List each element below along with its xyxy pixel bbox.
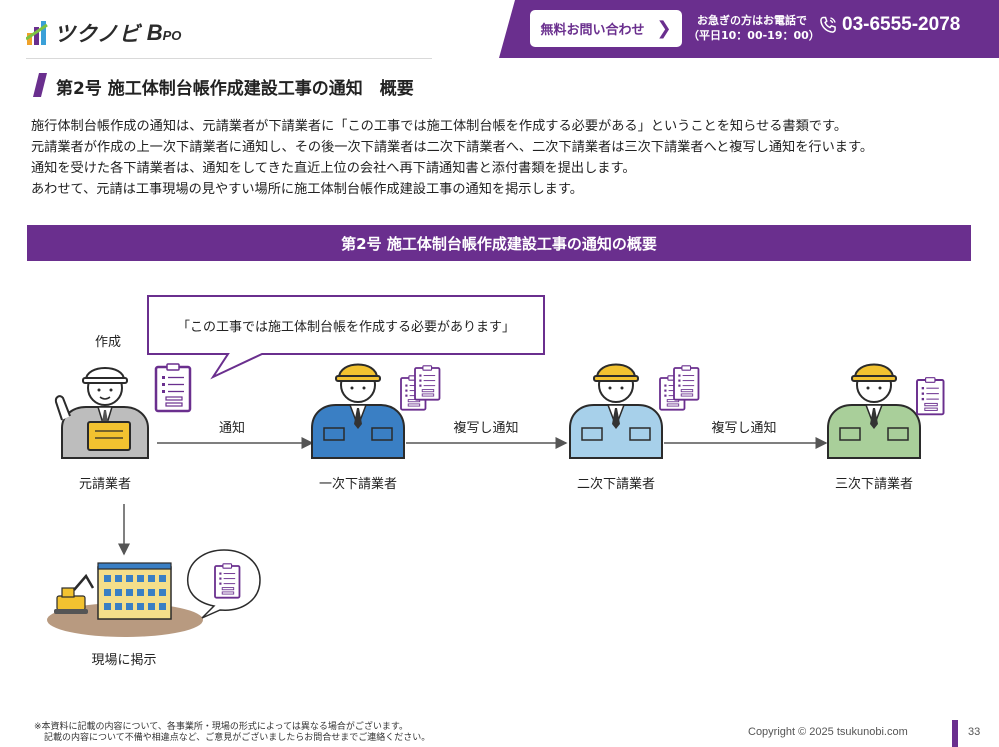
contact-hours: お急ぎの方はお電話で （平日10：00-19：00） (688, 13, 820, 43)
phone-number: 03-6555-2078 (842, 14, 961, 35)
intro-line: 通知を受けた各下請業者は、通知をしてきた直近上位の会社へ再下請通知書と添付書類を… (31, 161, 636, 176)
arrow-label: 複写し通知 (711, 420, 776, 436)
intro-text: 施行体制台帳作成の通知は、元請業者が下請業者に「この工事では施工体制台帳を作成す… (31, 116, 976, 200)
logo-text: ツクノビ (54, 23, 141, 46)
clipboard-icon (154, 362, 192, 413)
logo-sub-big: B (146, 20, 163, 45)
title-accent-icon (33, 73, 47, 97)
speech-bubble: 「この工事では施工体制台帳を作成する必要があります」 (147, 295, 545, 380)
clipboard-stack-icon (660, 366, 698, 410)
footnote: ※本資料に記載の内容について、各事業所・現場の形式によっては異なる場合がございま… (34, 722, 430, 744)
copyright: Copyright © 2025 tsukunobi.com (748, 726, 908, 738)
contact-button[interactable]: 無料お問い合わせ ❯ (530, 10, 682, 47)
page-number-accent (952, 720, 958, 747)
footnote-line: 記載の内容について不備や相違点など、ご意見がございましたらお問合せまでご連絡くだ… (44, 733, 431, 743)
phone-link[interactable]: 03-6555-2078 (818, 14, 960, 36)
create-label: 作成 (95, 335, 121, 350)
logo-mark-icon (26, 21, 48, 45)
logo: ツクノビ BPO (26, 18, 181, 48)
overview-banner: 第2号 施工体制台帳作成建設工事の通知の概要 (27, 225, 971, 261)
clipboard-stack-icon (401, 366, 439, 410)
manager-figure-icon (54, 367, 149, 459)
role-label: 三次下請業者 (835, 476, 913, 492)
header-divider (26, 58, 432, 59)
chevron-right-icon: ❯ (656, 17, 672, 39)
worker-second-icon (569, 363, 663, 459)
intro-line: あわせて、元請は工事現場の見やすい場所に施工体制台帳作成建設工事の通知を掲示しま… (31, 182, 583, 197)
worker-first-icon (311, 363, 405, 459)
arrow-label: 通知 (219, 420, 245, 436)
contact-hours-line1: お急ぎの方はお電話で (697, 14, 807, 27)
role-label: 一次下請業者 (319, 476, 397, 492)
section-title: 第2号 施工体制台帳作成建設工事の通知 概要 (56, 79, 414, 99)
construction-site-icon (47, 562, 203, 637)
clipboard-icon (214, 562, 241, 599)
worker-third-icon (827, 363, 921, 459)
intro-line: 元請業者が作成の上一次下請業者に通知し、その後一次下請業者は二次下請業者へ、二次… (31, 140, 874, 155)
notice-bubble (186, 549, 261, 619)
role-label: 元請業者 (79, 476, 131, 492)
footnote-line: ※本資料に記載の内容について、各事業所・現場の形式によっては異なる場合がございま… (34, 722, 409, 732)
banner-title: 第2号 施工体制台帳作成建設工事の通知の概要 (341, 234, 657, 253)
contact-hours-line2: （平日10：00-19：00） (688, 29, 820, 42)
contact-button-label: 無料お問い合わせ (540, 23, 645, 38)
logo-sub: BPO (147, 20, 182, 46)
arrow-label: 複写し通知 (453, 420, 518, 436)
role-label: 二次下請業者 (577, 476, 655, 492)
site-label: 現場に掲示 (91, 652, 156, 668)
phone-icon (820, 16, 836, 33)
speech-bubble-text: 「この工事では施工体制台帳を作成する必要があります」 (177, 320, 515, 335)
intro-line: 施行体制台帳作成の通知は、元請業者が下請業者に「この工事では施工体制台帳を作成す… (31, 119, 848, 134)
clipboard-icon (916, 376, 945, 416)
logo-sub-small: PO (162, 28, 182, 43)
page-number: 33 (968, 726, 981, 738)
